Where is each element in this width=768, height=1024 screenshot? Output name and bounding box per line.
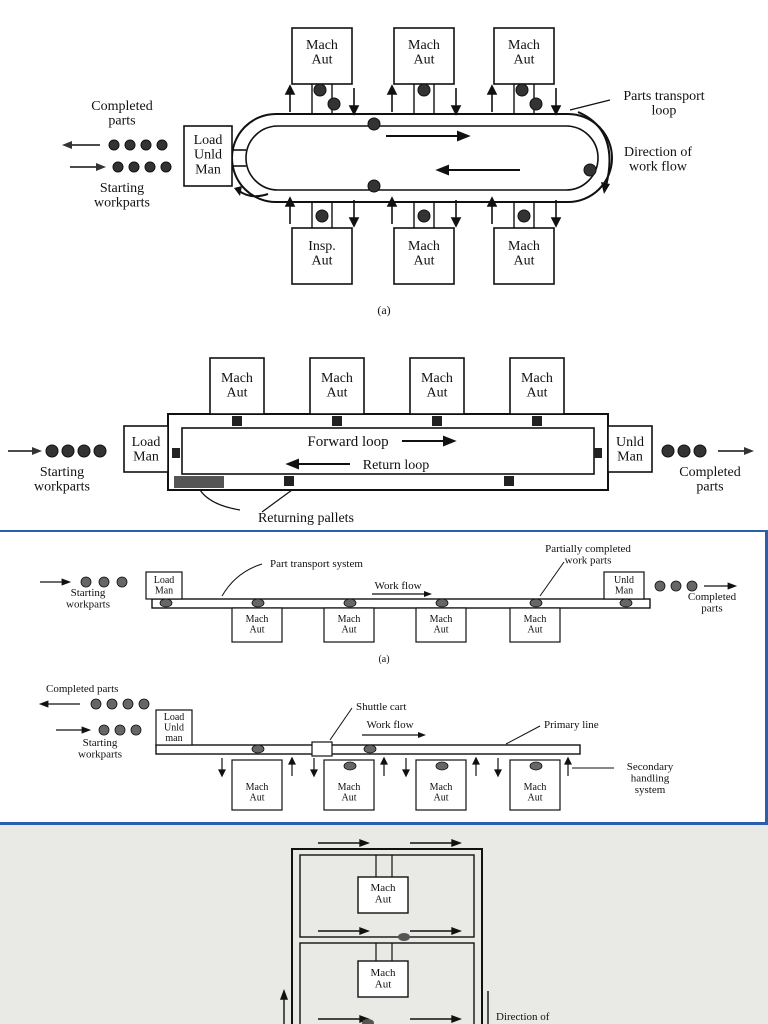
completed-row-c [654,580,738,592]
transport-label: Part transport system [270,558,363,570]
bottom-station-1: Insp.Aut [291,202,353,285]
shuttle-label: Shuttle cart [356,701,406,713]
starting-row-c [40,576,128,588]
caption-c: (a) [378,654,389,665]
starting-parts-row-b [8,444,107,458]
flow-arrows [386,130,520,176]
shuttle-cart [311,741,333,757]
loop-track-inner [245,125,599,191]
return-loop-label: Return loop [363,458,430,473]
caption-a: (a) [377,303,390,317]
returning-pallets-label: Returning pallets [258,511,354,526]
station-arrows [284,84,562,228]
ladder-outer [291,848,483,1024]
completed-parts-row [62,139,168,151]
loop-track-outer [231,113,613,203]
workflow-label-bottom: Work flow [366,719,413,731]
parts-bottom [251,744,543,771]
completed-parts-label-c2: Completed parts [46,683,118,695]
parts-top [159,598,633,608]
forward-loop-label: Forward loop [307,434,388,450]
primary-line-label: Primary line [544,719,599,731]
svg-text:Insp.Aut: Insp.Aut [308,239,336,269]
direction-label-d: Direction of [496,1011,550,1023]
workparts [313,83,597,223]
secondary-arrows [218,756,572,778]
transport-line-top [151,598,651,609]
pallets [172,416,602,488]
completed-parts-row-b [661,444,754,458]
starting-parts-row [70,161,172,173]
workflow-label-top: Work flow [374,580,421,592]
